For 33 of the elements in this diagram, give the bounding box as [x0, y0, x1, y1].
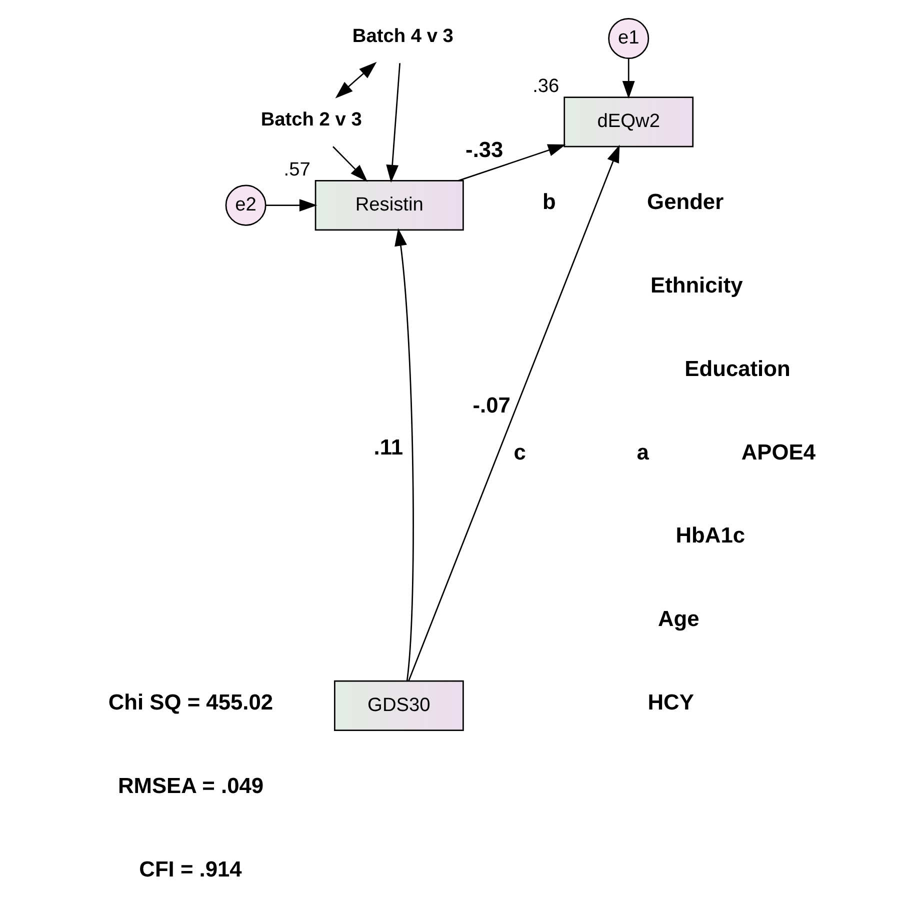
arrow	[386, 63, 400, 183]
label: Ethnicity	[650, 272, 742, 298]
node-circle: e2	[224, 184, 266, 226]
label: APOE4	[740, 439, 816, 464]
node-label: .36	[532, 76, 559, 98]
label: CFI = .914	[138, 856, 242, 882]
label: RMSEA = .049	[117, 772, 264, 798]
arrow	[334, 62, 376, 98]
label: Chi SQ = 455.02	[108, 690, 273, 715]
node-text: Batch 4 v 3	[352, 26, 453, 48]
arrow	[332, 146, 368, 182]
label: b	[542, 189, 556, 214]
arrow	[408, 144, 620, 681]
label: a	[636, 439, 648, 464]
label: HCY	[647, 690, 694, 715]
edge-label: .11	[373, 434, 402, 460]
label: Gender	[646, 189, 724, 214]
arrow	[458, 144, 566, 182]
arrow	[622, 58, 634, 99]
arrow	[266, 199, 317, 212]
edge-label: -.07	[472, 392, 510, 418]
node-text: Batch 2 v 3	[260, 110, 362, 131]
label: Education	[684, 356, 790, 381]
node-circle: e1	[608, 18, 649, 60]
node-box: dEQw2	[563, 96, 694, 148]
node-label: .57	[283, 160, 310, 181]
edge-label: -.33	[465, 136, 503, 162]
label: Age	[658, 606, 699, 632]
arrow	[394, 228, 414, 681]
node-box: Resistin	[314, 180, 464, 231]
node-box: GDS30	[333, 680, 464, 731]
label: c	[513, 439, 526, 464]
label: HbA1c	[675, 522, 745, 548]
